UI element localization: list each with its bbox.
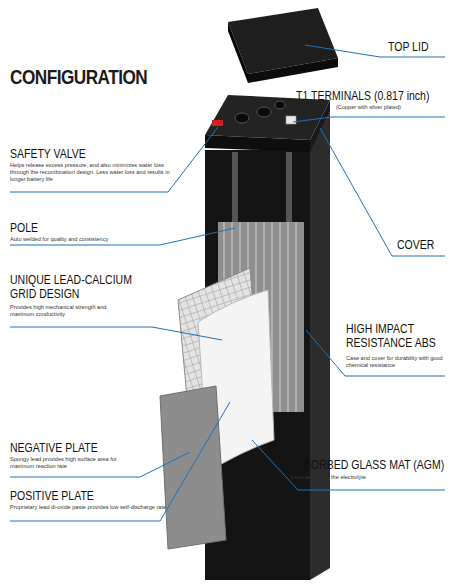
pole <box>232 152 238 222</box>
leader-line <box>320 128 445 256</box>
leader-line <box>10 228 235 245</box>
part-description: Seperator holds the electrolyte <box>290 474 440 481</box>
part-name: UNIQUE LEAD-CALCIUM GRID DESIGN <box>10 273 153 301</box>
negative-plate <box>160 386 226 549</box>
part-description: Case and cover for durability with good … <box>346 355 446 369</box>
safety-valve <box>212 120 223 126</box>
part-name: COVER <box>397 238 452 252</box>
battery-cover <box>205 95 330 152</box>
part-name: HIGH IMPACT RESISTANCE ABS <box>346 322 448 350</box>
vent-hole <box>257 107 271 117</box>
part-name: ABSORBED GLASS MAT (AGM) <box>290 458 452 472</box>
leader-line <box>293 117 445 122</box>
part-name: SAFETY VALVE <box>10 147 178 161</box>
part-name: T1 TERMINALS (0.817 inch) <box>296 89 452 103</box>
leader-line <box>10 402 230 521</box>
part-description: Proprietary lead di-oxide paste provides… <box>10 504 190 511</box>
pole <box>286 152 292 222</box>
part-description: Provides high mechanical strength and ma… <box>10 304 128 318</box>
leader-line <box>10 127 218 192</box>
part-description: Spongy lead provides high surface area f… <box>10 456 125 470</box>
vent-hole <box>275 101 285 109</box>
terminal-tab <box>286 116 296 124</box>
part-description: Helps release excess pressure, and also … <box>10 162 175 183</box>
leader-lines <box>10 45 445 521</box>
part-name: TOP LID <box>388 40 452 54</box>
part-name: POSITIVE PLATE <box>10 489 178 503</box>
vent-hole <box>235 113 249 123</box>
leader-line <box>10 327 222 340</box>
part-name: NEGATIVE PLATE <box>10 441 178 455</box>
top-lid <box>228 8 338 83</box>
diagram-title: CONFIGURATION <box>10 66 147 89</box>
part-description: Auto welded for quality and consistency <box>10 236 170 243</box>
part-name: POLE <box>10 221 178 235</box>
leader-line <box>10 452 190 477</box>
part-note: (Copper with silver plated) <box>336 104 446 111</box>
